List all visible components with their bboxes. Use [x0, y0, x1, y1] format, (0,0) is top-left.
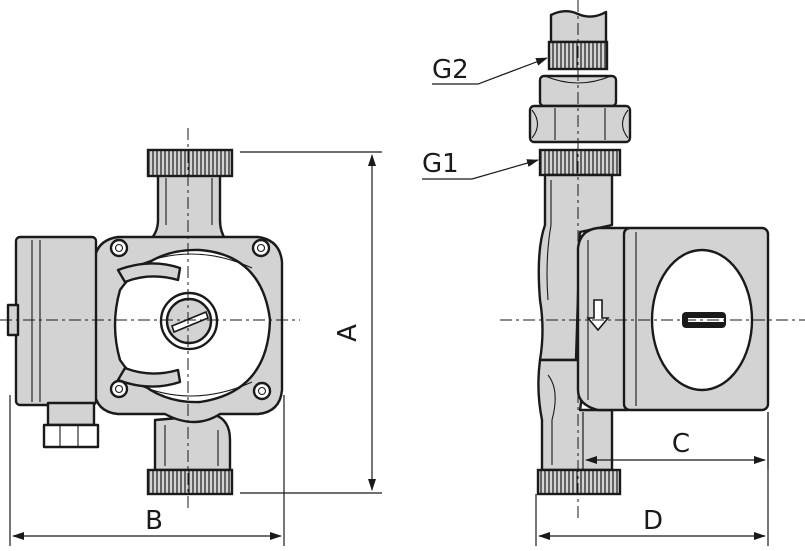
- dimension-c: C: [582, 412, 769, 470]
- front-screw-bottom-right: [252, 381, 272, 401]
- dimension-d-label: D: [643, 506, 663, 536]
- label-g2: G2: [432, 55, 548, 85]
- label-g1-text: G1: [422, 149, 459, 179]
- label-g1: G1: [422, 149, 539, 180]
- front-terminal-box: [6, 235, 100, 449]
- dimension-c-label: C: [672, 429, 690, 459]
- front-screw-top-right: [251, 238, 271, 258]
- dimension-a: A: [240, 151, 382, 494]
- front-screw-top-left: [109, 238, 129, 258]
- front-top-thread: [146, 148, 234, 178]
- front-screw-bottom-left: [109, 379, 129, 399]
- front-bottom-neck: [153, 413, 232, 472]
- front-view: A B: [0, 128, 382, 546]
- side-view: G2 G1 C D: [422, 0, 805, 546]
- dimension-d: D: [535, 412, 769, 546]
- front-center-plug: [159, 291, 219, 351]
- flow-direction-arrow: [586, 299, 610, 332]
- side-vent-screw: [682, 312, 726, 328]
- side-g1-thread: [538, 148, 622, 177]
- dimension-b: B: [9, 395, 285, 546]
- side-bottom-thread: [536, 468, 622, 496]
- label-g2-text: G2: [432, 55, 469, 85]
- front-bottom-thread: [146, 468, 234, 496]
- side-union-nut-hex: [528, 104, 632, 144]
- dimension-a-label: A: [333, 324, 363, 342]
- dimension-b-label: B: [145, 506, 163, 536]
